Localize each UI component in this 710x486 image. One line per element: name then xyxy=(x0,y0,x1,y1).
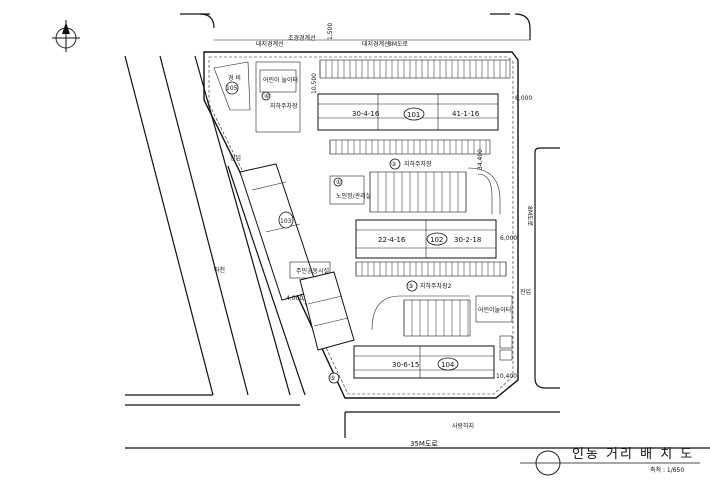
top-road: 8M도로 대지경계선 조경경계선 대지경계선 xyxy=(180,13,531,48)
dim-1: 6,000 xyxy=(515,95,532,102)
dim-3: 6,000 xyxy=(500,235,517,242)
circle-5: ⑤ xyxy=(328,372,340,384)
daycare-area: 어린이 놀이터 ④ 지하주차장 xyxy=(255,61,301,133)
building-102-number: 102 xyxy=(430,236,443,244)
management-office: ① 노인정/관리실 xyxy=(329,175,371,205)
dim-5: 4,000 xyxy=(286,295,303,302)
welfare-label: 주민공동시설 xyxy=(296,267,329,275)
dim-2: 34,400 xyxy=(477,149,484,170)
building-104: 30-6-15 104 xyxy=(353,345,495,379)
bottom-street-label: 사랑하지 xyxy=(452,422,474,430)
building-101-unit-a: 30-4-16 xyxy=(352,110,380,118)
parking-lot-2: ③ 지하주차장2 xyxy=(355,261,507,337)
circle-number-3: ③ xyxy=(408,283,413,290)
bottom-road: 사랑하지 35M도로 xyxy=(125,411,710,449)
dim-6: 1,500 xyxy=(327,23,334,40)
building-101-unit-b: 41-1-16 xyxy=(452,110,480,118)
daycare-label: 어린이 놀이터 xyxy=(263,76,298,84)
building-102-unit-b: 30-2-18 xyxy=(454,236,481,244)
bottom-road-label: 35M도로 xyxy=(410,440,438,448)
dim-7: 10,500 xyxy=(311,73,318,94)
building-104-unit: 30-6-15 xyxy=(392,361,419,369)
circle-number-4: ④ xyxy=(264,93,269,100)
parking-label-top: 지하주차장 xyxy=(270,102,298,110)
parking-lot-1: ② 지하주차장 xyxy=(329,139,501,214)
entrance-label-right: 진입 xyxy=(520,288,531,296)
building-101: 30-4-16 101 41-1-16 xyxy=(317,93,499,131)
river-label: 하천 xyxy=(214,266,225,274)
entrance-label-left: 진입 xyxy=(230,154,241,162)
drawing-title: 인동 거리 배 치 도 xyxy=(572,447,694,462)
guard-label: 경 비 xyxy=(228,74,241,82)
building-105-number: 105 xyxy=(226,85,238,92)
boundary-label-a: 대지경계선 xyxy=(256,40,284,48)
building-102-unit-a: 22-4-16 xyxy=(378,236,406,244)
top-road-label: 8M도로 xyxy=(388,41,409,48)
circle-number-5: ⑤ xyxy=(330,375,335,382)
building-102: 22-4-16 102 30-2-18 xyxy=(355,219,497,259)
circle-number-2: ② xyxy=(391,161,397,168)
inner-boundary xyxy=(208,56,514,395)
top-parking xyxy=(319,59,511,79)
parking-label-1: 지하주차장 xyxy=(404,160,432,168)
circle-number-1: ① xyxy=(336,179,341,186)
dim-4: 10,400 xyxy=(496,373,517,380)
drawing-scale: 축척 : 1/650 xyxy=(650,466,684,474)
right-road-label: 8M도로 xyxy=(526,206,533,227)
parking-label-2: 지하주차장2 xyxy=(420,282,452,290)
boundary-label-d: 대지경계선 xyxy=(362,40,390,48)
title-block: 인동 거리 배 치 도 축척 : 1/650 xyxy=(520,447,700,476)
building-104-number: 104 xyxy=(441,361,455,369)
north-arrow-icon xyxy=(52,20,80,52)
boundary-label-b: 조경경계선 xyxy=(288,34,316,42)
daycare-right: 어린이놀이터 xyxy=(475,295,513,361)
right-road: 8M도로 xyxy=(526,147,560,389)
management-label: 노인정/관리실 xyxy=(336,192,371,200)
building-lower-left xyxy=(299,271,355,351)
site-boundary xyxy=(203,51,519,399)
building-103-number: 103 xyxy=(280,218,292,225)
daycare-right-label: 어린이놀이터 xyxy=(478,306,511,314)
building-101-number: 101 xyxy=(407,111,420,119)
guard-house: 경 비 105 xyxy=(213,61,251,111)
